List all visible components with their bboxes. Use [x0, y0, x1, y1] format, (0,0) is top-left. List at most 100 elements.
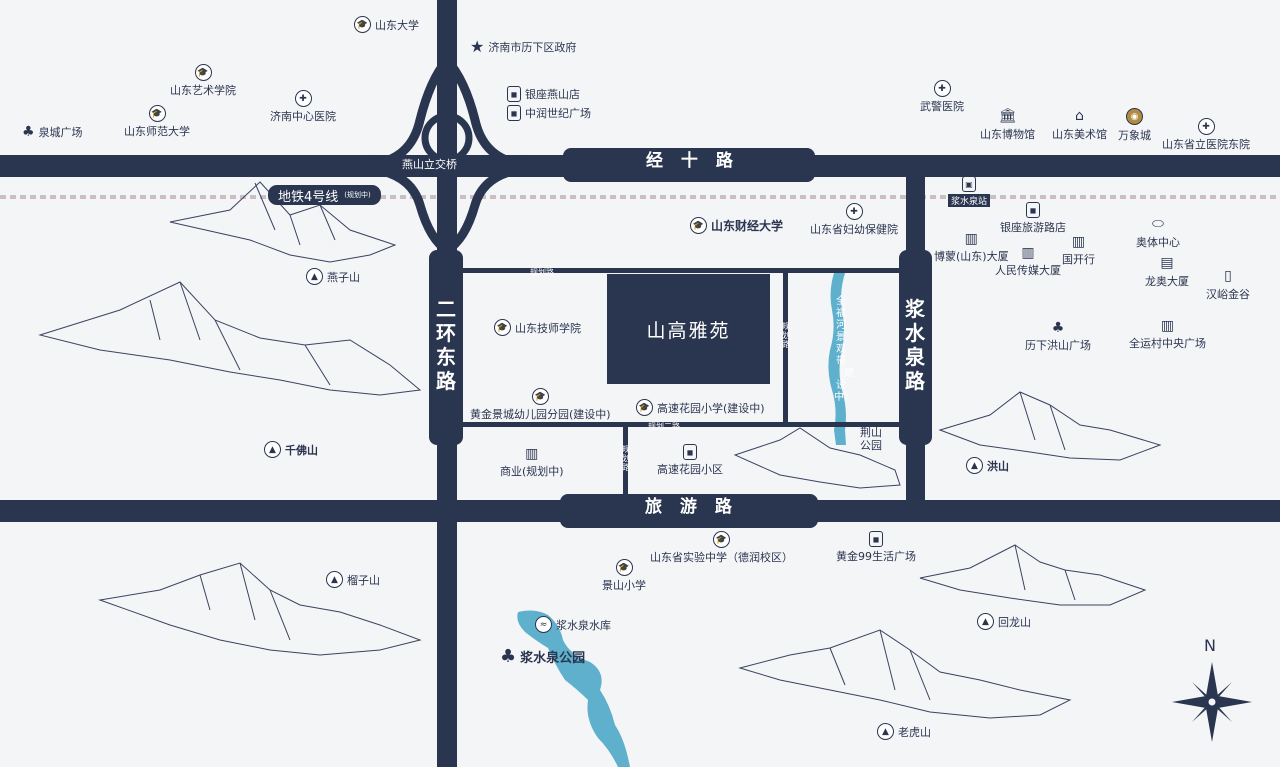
graduation-cap-icon: 🎓 [148, 105, 166, 122]
poi-quanyun-label: 全运村中央广场 [1129, 337, 1206, 350]
art-museum-building-icon: ⌂ [1075, 108, 1084, 124]
road-label-planned-2: 规划二路 [648, 422, 680, 431]
project-site-block[interactable]: 山高雅苑 [607, 274, 770, 384]
poi-gaosu-primary[interactable]: 🎓高速花园小学(建设中) [636, 399, 765, 416]
poi-normal-univ[interactable]: 🎓 山东师范大学 [124, 105, 190, 139]
poi-experimental-school[interactable]: 🎓山东省实验中学（德润校区） [650, 531, 793, 565]
water-waves-icon: ≈ [535, 616, 552, 633]
metro-line-name: 地铁4号线 [278, 189, 339, 205]
mountain-huilong-label: 回龙山 [998, 615, 1031, 629]
poi-zhongrun[interactable]: ◼中润世纪广场 [507, 105, 591, 121]
poi-yinzuo-yanshan[interactable]: ◼银座燕山店 [507, 86, 580, 102]
poi-renmin-media[interactable]: ▥人民传媒大厦 [995, 245, 1061, 278]
poi-tech-college-label: 山东技师学院 [515, 321, 581, 335]
poi-jingshan-primary-label: 景山小学 [602, 579, 646, 592]
poi-art-museum[interactable]: ⌂ 山东美术馆 [1052, 108, 1107, 142]
poi-huangjin99[interactable]: ◼黄金99生活广场 [836, 531, 916, 564]
poi-jingshan-primary[interactable]: 🎓 景山小学 [602, 559, 646, 593]
poi-art-museum-label: 山东美术馆 [1052, 128, 1107, 141]
poi-lixia-hongshan[interactable]: ♣历下洪山广场 [1025, 320, 1091, 353]
hospital-cross-icon: ✚ [845, 203, 863, 220]
poi-commercial-label: 商业(规划中) [500, 465, 564, 478]
poi-hanyu[interactable]: ▯ 汉峪金谷 [1206, 268, 1250, 302]
metro-station-icon: ▣ [962, 176, 976, 192]
poi-wujing-hospital-label: 武警医院 [920, 100, 964, 113]
mountain-yanzi[interactable]: ▲燕子山 [306, 268, 360, 285]
poi-gaosu-garden[interactable]: ◼高速花园小区 [657, 444, 723, 477]
poi-gaosu-garden-label: 高速花园小区 [657, 463, 723, 476]
poi-huangjin99-label: 黄金99生活广场 [836, 550, 916, 563]
mountain-laohu[interactable]: ▲ 老虎山 [877, 723, 931, 740]
shopping-bag-icon: ◼ [507, 105, 521, 121]
mountain-lizi[interactable]: ▲榴子山 [326, 571, 380, 588]
road-label-erhuan: 二环东路 [436, 297, 456, 393]
mountain-qianfo-label: 千佛山 [285, 443, 318, 457]
yanshan-interchange [359, 56, 536, 254]
poi-wanxiang[interactable]: ◉万象城 [1118, 108, 1151, 143]
poi-lixia-gov[interactable]: ★济南市历下区政府 [470, 37, 576, 56]
poi-maternal-hospital-label: 山东省妇幼保健院 [810, 223, 898, 236]
office-building-icon: ▥ [964, 231, 978, 247]
poi-normal-univ-label: 山东师范大学 [124, 125, 190, 138]
poi-provincial-hospital-label: 山东省立医院东院 [1162, 138, 1250, 151]
poi-park-label: 浆水泉公园 [520, 651, 586, 666]
hospital-cross-icon: ✚ [294, 90, 312, 107]
poi-gaosu-primary-label: 高速花园小学(建设中) [657, 401, 765, 415]
poi-guokai-label: 国开行 [1062, 253, 1095, 266]
poi-quanyun[interactable]: ▥ 全运村中央广场 [1129, 318, 1206, 351]
office-building-icon: ▥ [525, 446, 539, 462]
mountain-hong-label: 洪山 [987, 459, 1009, 473]
mountain-icon: ▲ [966, 457, 983, 474]
river-label: 全福河景观带（建设中） [834, 296, 854, 403]
poi-sdu-label: 山东大学 [375, 18, 419, 32]
poi-wanxiang-label: 万象城 [1118, 129, 1151, 142]
poi-museum[interactable]: 🏛山东博物馆 [980, 108, 1035, 142]
tower-icon: ▯ [1224, 268, 1232, 284]
poi-quancheng-square-label: 泉城广场 [38, 126, 83, 139]
poi-quancheng-square[interactable]: ♣泉城广场 [22, 124, 83, 140]
road-label-planned-4: 规划路 [622, 445, 630, 472]
poi-bomeng[interactable]: ▥博蒙(山东)大厦 [934, 231, 1009, 264]
poi-wujing-hospital[interactable]: ✚武警医院 [920, 80, 964, 114]
road-label-yanshan-bridge: 燕山立交桥 [398, 158, 461, 171]
poi-longao[interactable]: ▤龙奥大厦 [1145, 255, 1189, 289]
mountain-laohu-label: 老虎山 [898, 725, 931, 739]
poi-finance-univ[interactable]: 🎓山东财经大学 [690, 217, 783, 234]
mountain-icon: ▲ [977, 613, 994, 630]
hospital-cross-icon: ✚ [1197, 118, 1215, 135]
poi-guokai[interactable]: ▥国开行 [1062, 234, 1095, 267]
mountain-icon: ▲ [877, 723, 894, 740]
poi-reservoir[interactable]: ≈浆水泉水库 [535, 616, 611, 633]
office-building-icon: ▥ [1160, 318, 1175, 334]
mountain-lizi-label: 榴子山 [347, 573, 380, 587]
star-icon: ★ [470, 37, 485, 56]
poi-yinzuo-lvyou[interactable]: ◼银座旅游路店 [1000, 202, 1066, 235]
poi-kindergarten[interactable]: 🎓黄金景城幼儿园分园(建设中) [470, 388, 611, 422]
mountain-hong[interactable]: ▲ 洪山 [966, 457, 1009, 474]
poi-art-college-label: 山东艺术学院 [170, 84, 236, 97]
poi-olympic-center[interactable]: ⬭奥体中心 [1136, 216, 1180, 250]
poi-art-college[interactable]: 🎓山东艺术学院 [170, 64, 236, 98]
poi-sdu[interactable]: 🎓山东大学 [354, 16, 419, 33]
tree-icon: ♣ [1051, 320, 1065, 336]
poi-lixia-gov-label: 济南市历下区政府 [488, 40, 577, 54]
mountain-yanzi-label: 燕子山 [327, 270, 360, 284]
mountain-huilong[interactable]: ▲ 回龙山 [977, 613, 1031, 630]
poi-maternal-hospital[interactable]: ✚ 山东省妇幼保健院 [810, 203, 898, 237]
poi-longao-label: 龙奥大厦 [1145, 275, 1189, 288]
graduation-cap-icon: 🎓 [615, 559, 633, 576]
poi-hanyu-label: 汉峪金谷 [1206, 288, 1250, 301]
poi-olympic-center-label: 奥体中心 [1136, 236, 1180, 249]
graduation-cap-icon: 🎓 [494, 319, 511, 336]
poi-commercial[interactable]: ▥ 商业(规划中) [500, 446, 564, 479]
poi-metro-station[interactable]: ▣ 浆水泉站 [948, 176, 991, 207]
mountain-qianfo[interactable]: ▲ 千佛山 [264, 441, 318, 458]
poi-provincial-hospital[interactable]: ✚ 山东省立医院东院 [1162, 118, 1250, 152]
mountain-icon: ▲ [264, 441, 281, 458]
poi-jinan-central-hospital[interactable]: ✚济南中心医院 [270, 90, 336, 124]
poi-park[interactable]: ♣浆水泉公园 [500, 646, 585, 667]
poi-tech-college[interactable]: 🎓 山东技师学院 [494, 319, 581, 336]
